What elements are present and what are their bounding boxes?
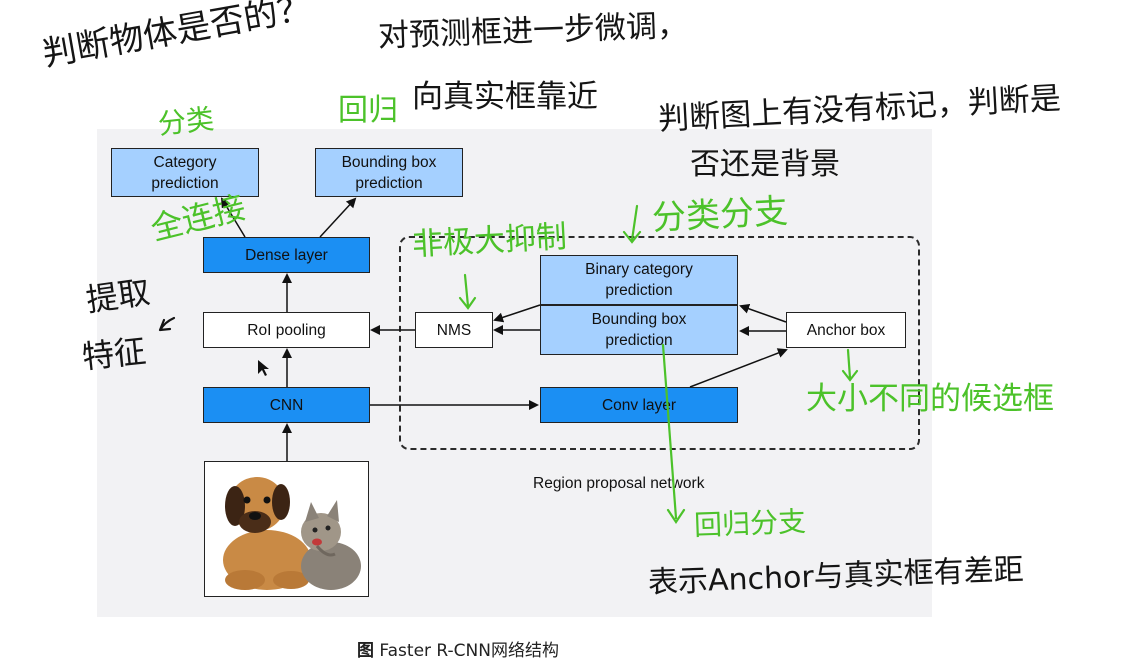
annotation-regression: 回归 (338, 93, 398, 128)
green-arrow-regression (661, 343, 686, 524)
green-arrow-nms (458, 273, 477, 310)
anchor-box-box: Anchor box (786, 312, 906, 348)
binary-category-prediction-label: Binary category prediction (585, 261, 693, 299)
anchor-box-label: Anchor box (806, 321, 886, 339)
bounding-box-prediction-box: Bounding box prediction (315, 148, 463, 197)
arrow-dense-to-category (220, 197, 246, 238)
annotation-classification: 分类 (156, 102, 216, 141)
annotation-regression-branch: 回归分支 (693, 505, 807, 542)
nms-label: NMS (436, 321, 472, 339)
bounding-box-prediction-label: Bounding box prediction (341, 153, 437, 192)
rpn-bounding-box-prediction-box: Bounding box prediction (540, 305, 738, 355)
nms-box: NMS (415, 312, 493, 348)
caption-prefix: 图 (357, 641, 374, 661)
annotation-extract-line1: 提取 (83, 272, 153, 320)
roi-pooling-label: RoI pooling (247, 321, 326, 339)
black-arrow-extract (158, 316, 176, 332)
roi-pooling-box: RoI pooling (203, 312, 370, 348)
annotation-nms-note: 非极大抑制 (411, 218, 568, 264)
dense-layer-box: Dense layer (203, 237, 370, 273)
arrow-binary-to-nms (493, 304, 541, 323)
rpn-bounding-box-prediction-label: Bounding box prediction (591, 311, 687, 349)
puppy-kitten-illustration (223, 477, 361, 590)
dense-layer-label: Dense layer (245, 246, 328, 264)
caption-text: Faster R-CNN网络结构 (379, 641, 559, 661)
annotation-anchor-note: 大小不同的候选框 (806, 381, 1054, 417)
category-prediction-box: Category prediction (111, 148, 259, 197)
arrow-dense-to-bbox (319, 197, 357, 238)
cnn-box: CNN (203, 387, 370, 423)
binary-category-prediction-box: Binary category prediction (540, 255, 738, 305)
arrow-anchor-to-binary (739, 303, 787, 323)
conv-layer-box: Conv layer (540, 387, 738, 423)
category-prediction-label: Category prediction (151, 153, 219, 192)
green-arrow-anchor (841, 348, 859, 382)
cursor-icon (258, 360, 269, 376)
figure-caption: 图 Faster R-CNN网络结构 (357, 636, 559, 661)
rpn-dashed-region (399, 236, 920, 450)
annotation-fine-tune-line2: 向真实框靠近 (412, 79, 598, 115)
annotation-rpn-line2: 否还是背景 (690, 147, 840, 182)
arrow-conv-to-anchor (689, 348, 788, 388)
cnn-label: CNN (269, 396, 304, 414)
input-image (204, 461, 369, 597)
region-proposal-network-label: Region proposal network (533, 475, 705, 492)
annotation-classification-branch: 分类分支 (651, 191, 789, 239)
annotation-extract-line2: 特征 (80, 331, 148, 377)
green-arrow-classification (622, 204, 642, 244)
